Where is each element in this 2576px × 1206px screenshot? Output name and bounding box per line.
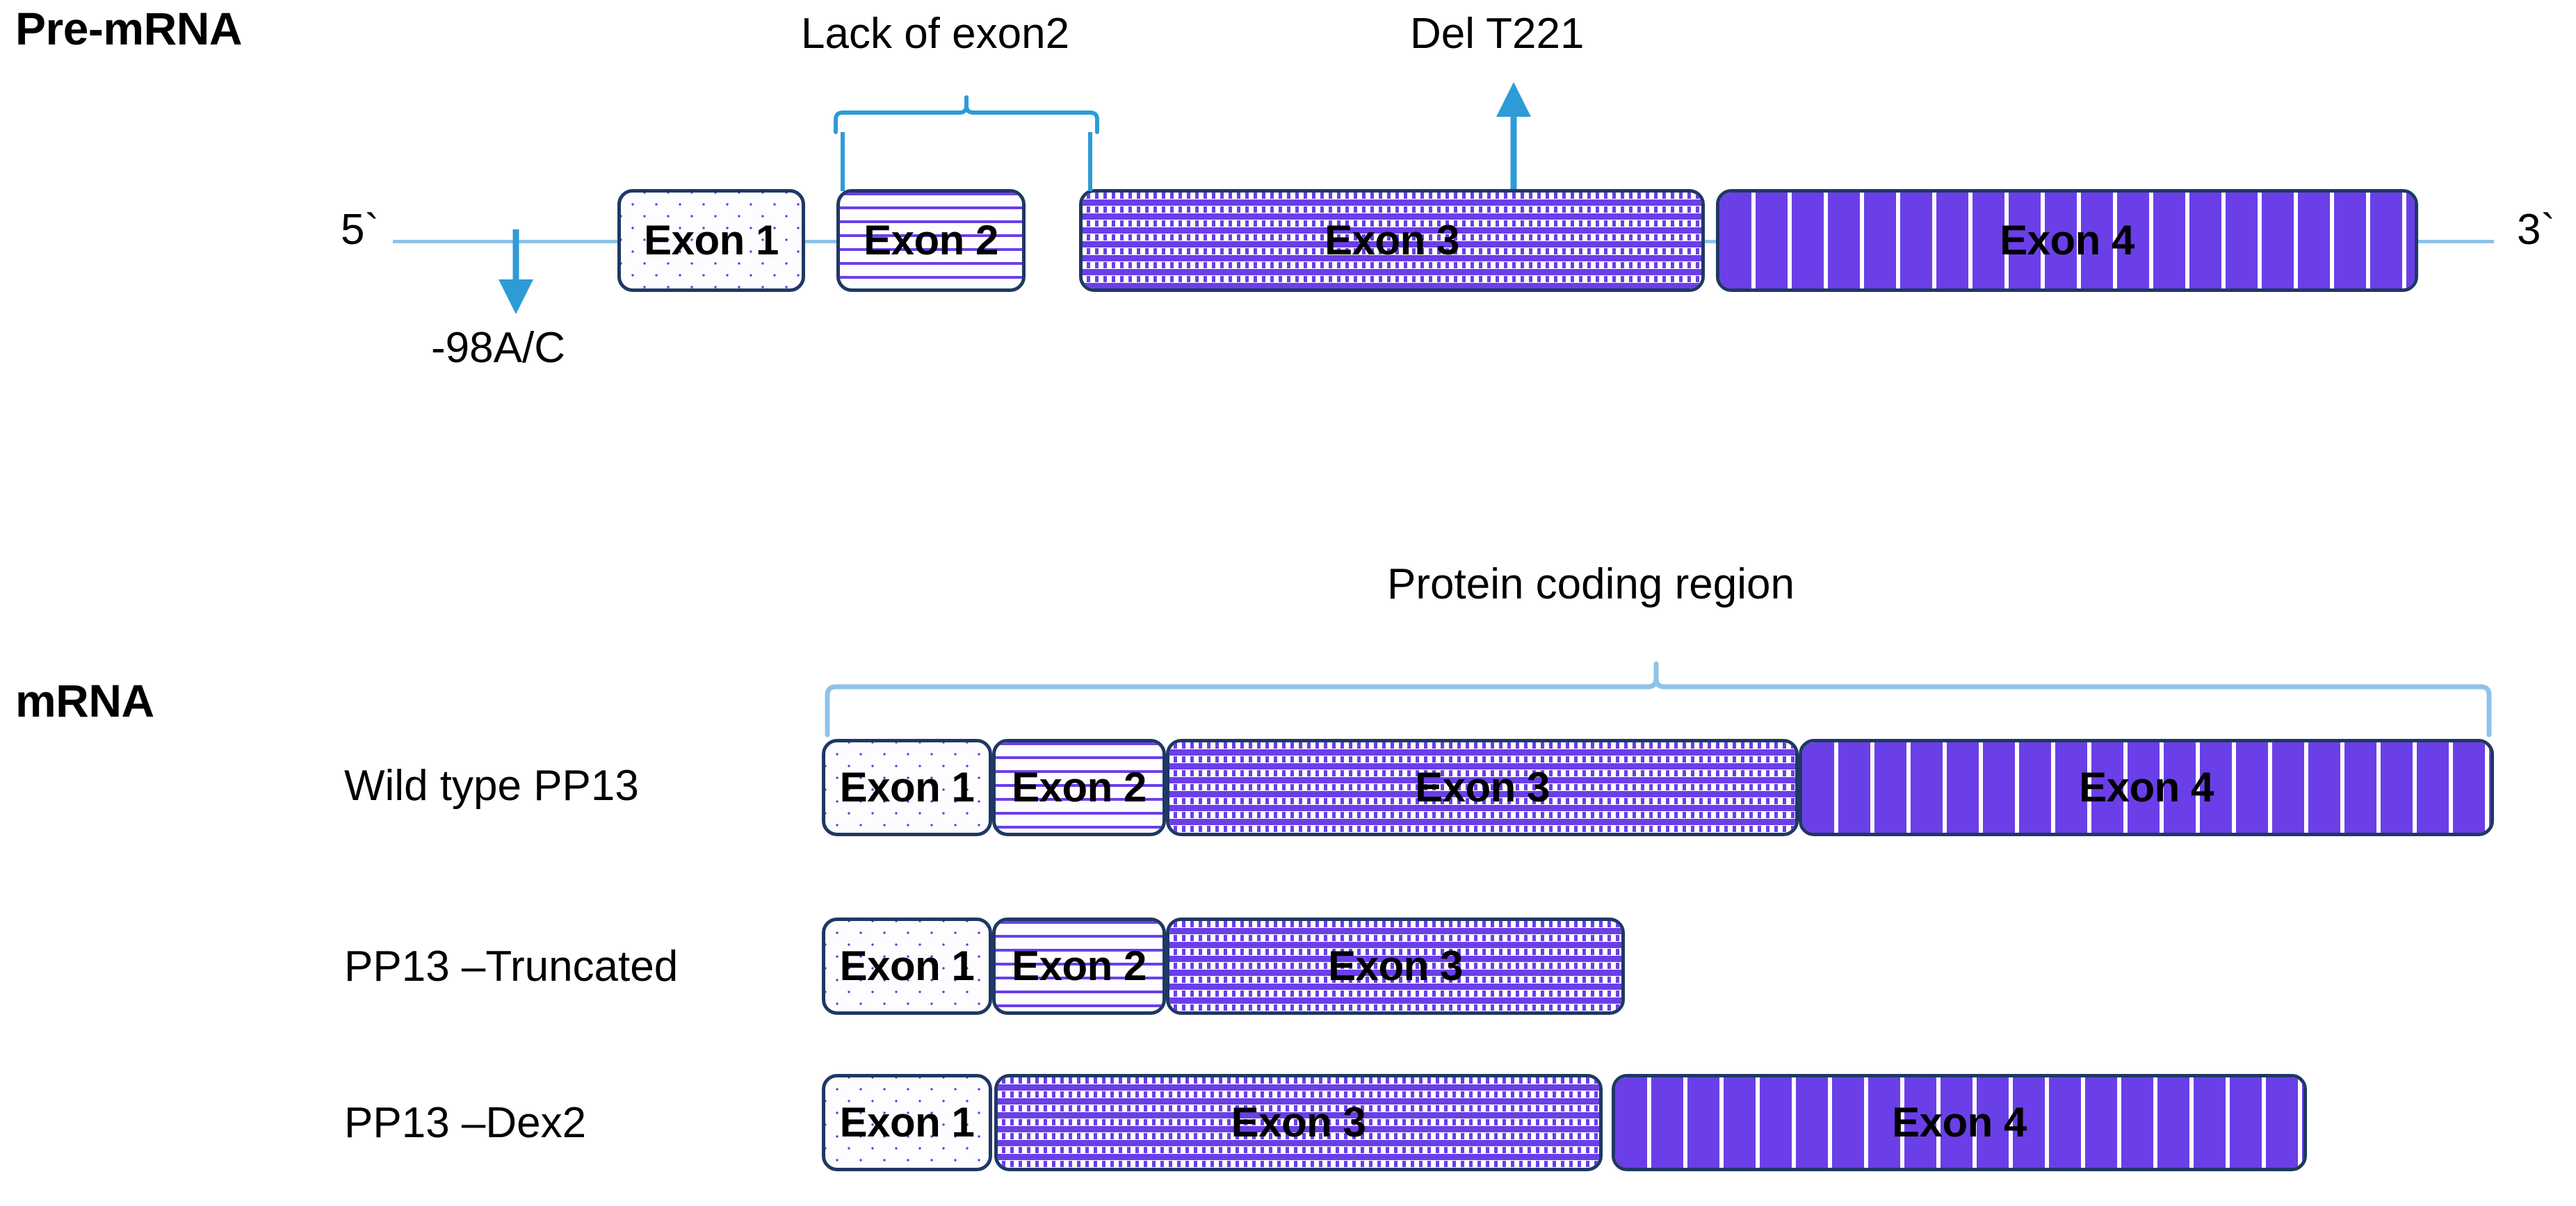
dex2-exon-1[interactable]: Exon 1 bbox=[822, 1074, 992, 1171]
five-prime-label: 5` bbox=[341, 206, 380, 254]
truncated-exon-2[interactable]: Exon 2 bbox=[992, 918, 1166, 1015]
wild-type-exon-1[interactable]: Exon 1 bbox=[822, 739, 992, 836]
protein-coding-region-label: Protein coding region bbox=[1387, 560, 1795, 608]
wild-type-exon-3[interactable]: Exon 3 bbox=[1166, 739, 1799, 836]
exon-label: Exon 3 bbox=[1328, 943, 1463, 989]
exon-label: Exon 3 bbox=[1231, 1099, 1366, 1146]
transcript-label-wild-type: Wild type PP13 bbox=[344, 762, 639, 810]
exon-label: Exon 1 bbox=[644, 217, 779, 263]
protein-coding-region-brace bbox=[825, 661, 2492, 738]
truncated-exon-1[interactable]: Exon 1 bbox=[822, 918, 992, 1015]
backbone-segment-5prime bbox=[393, 240, 619, 243]
exon-label: Exon 3 bbox=[1415, 764, 1550, 810]
exon-label: Exon 2 bbox=[1012, 764, 1147, 810]
three-prime-label: 3` bbox=[2517, 206, 2556, 254]
lack-of-exon2-brace bbox=[834, 95, 1099, 191]
dex2-exon-4[interactable]: Exon 4 bbox=[1612, 1074, 2307, 1171]
exon-label: Exon 4 bbox=[1892, 1099, 2027, 1146]
pre-mrna-exon-2[interactable]: Exon 2 bbox=[836, 189, 1026, 292]
exon-label: Exon 2 bbox=[1012, 943, 1147, 989]
wild-type-exon-2[interactable]: Exon 2 bbox=[992, 739, 1166, 836]
minus98ac-label: -98A/C bbox=[431, 324, 565, 372]
exon-label: Exon 4 bbox=[2000, 217, 2134, 263]
backbone-segment-3prime bbox=[2372, 240, 2494, 243]
exon-label: Exon 1 bbox=[839, 764, 975, 810]
pre-mrna-exon-4[interactable]: Exon 4 bbox=[1716, 189, 2418, 292]
transcript-label-dex2: PP13 –Dex2 bbox=[344, 1099, 587, 1147]
exon-label: Exon 4 bbox=[2079, 764, 2214, 810]
exon-label: Exon 2 bbox=[864, 217, 998, 263]
mrna-section-title: mRNA bbox=[15, 675, 154, 726]
transcript-label-truncated: PP13 –Truncated bbox=[344, 943, 679, 991]
lack-of-exon2-label: Lack of exon2 bbox=[801, 10, 1070, 58]
pre-mrna-exon-1[interactable]: Exon 1 bbox=[617, 189, 805, 292]
truncated-exon-3[interactable]: Exon 3 bbox=[1166, 918, 1625, 1015]
dex2-exon-3[interactable]: Exon 3 bbox=[994, 1074, 1603, 1171]
backbone-segment-intron1 bbox=[805, 240, 840, 243]
wild-type-exon-4[interactable]: Exon 4 bbox=[1799, 739, 2494, 836]
exon-label: Exon 3 bbox=[1325, 217, 1459, 263]
pre-mrna-section-title: Pre-mRNA bbox=[15, 3, 243, 54]
exon-label: Exon 1 bbox=[839, 943, 975, 989]
exon-label: Exon 1 bbox=[839, 1099, 975, 1146]
pre-mrna-exon-3[interactable]: Exon 3 bbox=[1079, 189, 1705, 292]
del-t221-arrow bbox=[1496, 82, 1531, 189]
del-t221-label: Del T221 bbox=[1410, 10, 1585, 58]
